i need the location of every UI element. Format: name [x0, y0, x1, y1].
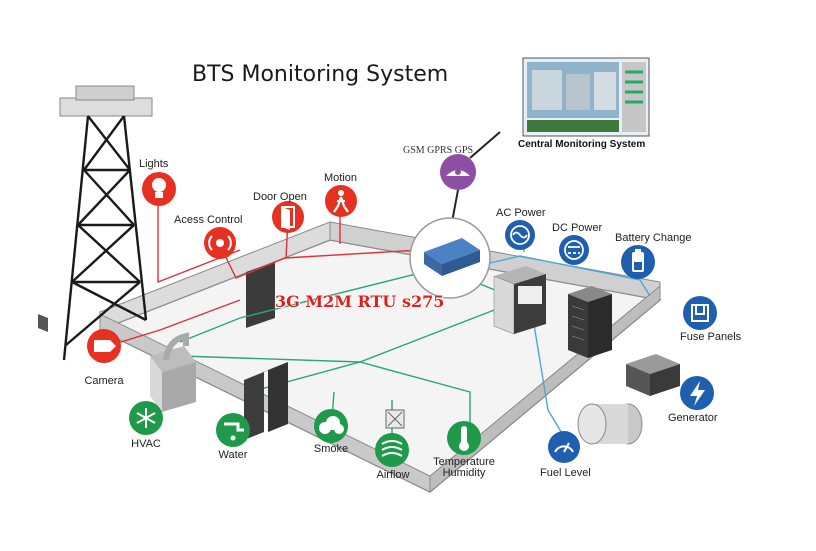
smoke-label: Smoke — [313, 443, 349, 455]
battery-change-label: Battery Change — [615, 232, 692, 244]
humidity-label: Humidity — [442, 467, 486, 479]
generator-unit — [626, 354, 680, 396]
airflow-icon — [375, 433, 409, 467]
airflow-fan — [385, 409, 405, 429]
rtu-device — [409, 217, 491, 299]
battery-rack — [568, 286, 612, 358]
motion-icon — [325, 185, 357, 217]
ac-power-icon — [505, 220, 535, 250]
hvac-unit — [150, 332, 196, 412]
camera-icon — [87, 329, 121, 363]
central-monitoring-label: Central Monitoring System — [518, 139, 646, 150]
diagram-title: BTS Monitoring System — [192, 62, 449, 87]
dc-power-icon — [559, 235, 589, 265]
generator-icon — [680, 376, 714, 410]
cell-tower — [59, 85, 153, 361]
door-open-label: Door Open — [253, 191, 307, 203]
access-control-icon — [204, 227, 236, 259]
fuse-panels-label: Fuse Panels — [680, 331, 742, 343]
camera-label: Camera — [84, 375, 124, 387]
gsm-link — [451, 189, 459, 223]
dc-power-label: DC Power — [552, 222, 603, 234]
rtu-label: 3G M2M RTU s275 — [275, 292, 445, 311]
fuel-level-label: Fuel Level — [540, 467, 591, 479]
smoke-icon — [314, 409, 348, 443]
ac-cabinet — [493, 266, 546, 335]
fuel-tank — [577, 403, 643, 445]
central-monitoring-screen — [522, 57, 650, 137]
airflow-label: Airflow — [376, 469, 410, 481]
gsm-gprs-gps-icon — [440, 154, 476, 190]
generator-label: Generator — [668, 412, 718, 424]
fuel-level-icon — [548, 431, 580, 463]
fuse-panels-icon — [683, 296, 717, 330]
battery-change-icon — [621, 245, 655, 279]
hvac-icon — [129, 401, 163, 435]
water-label: Water — [218, 449, 248, 461]
gsm-label: GSM GPRS GPS — [403, 145, 474, 156]
lights-label: Lights — [139, 158, 169, 170]
lights-icon — [142, 172, 176, 206]
server-cabinets — [244, 362, 288, 440]
door-open-icon — [272, 201, 304, 233]
ac-power-label: AC Power — [496, 207, 546, 219]
water-icon — [216, 413, 250, 447]
network-link — [469, 131, 501, 159]
temperature-label: Temperature — [433, 456, 495, 468]
hvac-label: HVAC — [131, 438, 161, 450]
motion-label: Motion — [324, 172, 358, 184]
temperature-humidity-icon — [447, 421, 481, 455]
access-control-label: Acess Control — [174, 214, 243, 226]
camera-device — [38, 314, 48, 332]
